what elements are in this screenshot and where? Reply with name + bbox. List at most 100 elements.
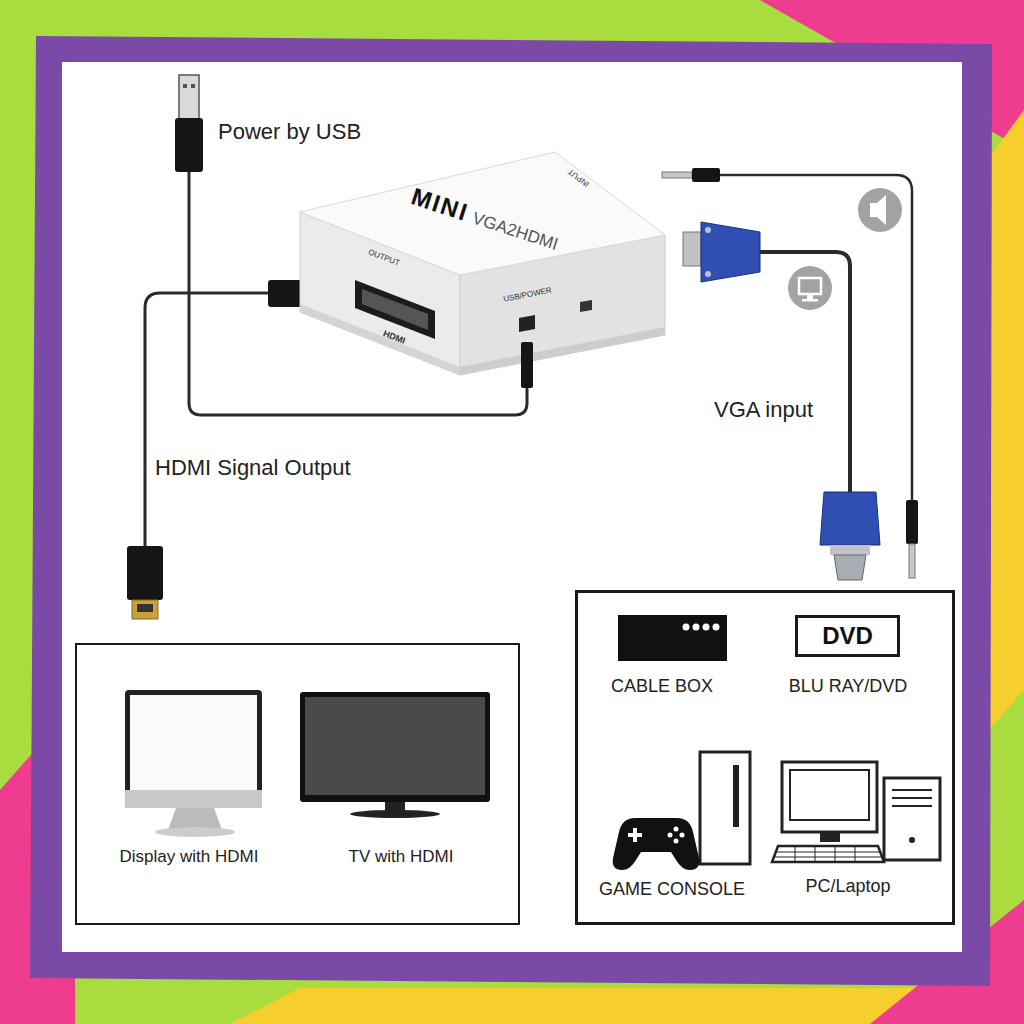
converter-box (519, 315, 535, 332)
game-console-icon (733, 765, 739, 827)
text-slot: DVD (822, 623, 873, 649)
monitor-icon (788, 266, 832, 310)
device-print: INPUT (567, 166, 591, 187)
hdmi-display-icon (125, 690, 262, 837)
hdmi-cable (145, 293, 270, 548)
monitor-icon (788, 266, 832, 310)
vga-plug (834, 555, 866, 580)
pc-icon (820, 832, 840, 842)
hdmi-display-icon (130, 695, 257, 790)
converter-body: MINIVGA2HDMIOUTPUTHDMIUSB/POWERINPUT (290, 140, 680, 385)
callout-label: VGA input (714, 398, 813, 422)
text-slot: VGA2HDMI (470, 209, 560, 254)
hdmi-plug (127, 280, 338, 619)
text-slot: CABLE BOX (611, 677, 713, 697)
speaker-icon (870, 195, 886, 225)
callout-slot: Power by USB (218, 120, 361, 144)
vga-cable (760, 252, 850, 492)
text-slot: TV with HDMI (349, 848, 454, 867)
audio-cable (720, 175, 912, 502)
device-caption: DVD (822, 623, 873, 649)
hdmi-tv-icon (350, 810, 440, 818)
device-print: HDMI (381, 329, 406, 346)
usb-plug (179, 75, 199, 120)
hdmi-display-icon (125, 690, 262, 808)
vga-plug (701, 222, 760, 282)
device-print: VGA2HDMI (470, 209, 560, 254)
cable-box-icon (703, 624, 710, 631)
speaker-icon (858, 188, 902, 232)
callout-slot: VGA input (714, 398, 813, 422)
pc-icon (790, 770, 869, 820)
monitor-icon (802, 299, 818, 302)
cable-box-icon (618, 615, 727, 661)
pc-icon (775, 846, 882, 862)
text-slot: USB/POWER (501, 279, 552, 306)
vga-plug (683, 222, 880, 580)
converter-box (460, 327, 665, 375)
converter-box (300, 152, 665, 275)
converter-box (362, 289, 428, 330)
usb-plug (191, 84, 195, 88)
audio-jack (662, 168, 918, 578)
text-slot: HDMI (381, 323, 409, 348)
cable-box-icon (693, 624, 700, 631)
cable-box-icon (713, 624, 720, 631)
pc-icon (909, 837, 915, 843)
device-print: MINI (408, 183, 472, 226)
device-print: USB/POWER (503, 287, 553, 305)
vga-plug (820, 492, 880, 545)
game-console-icon (680, 833, 685, 838)
converter-box (580, 300, 592, 312)
background (62, 62, 962, 952)
device-caption: PC/Laptop (805, 877, 890, 897)
device-caption: TV with HDMI (349, 848, 454, 867)
pc-icon (892, 790, 932, 806)
pc-icon (782, 762, 877, 832)
converter-box (355, 280, 435, 339)
dvd-icon-box: DVD (795, 615, 900, 657)
cable-box-icon (618, 615, 727, 661)
cable-box-icon (683, 624, 690, 631)
monitor-icon (799, 278, 821, 294)
callout-label: HDMI Signal Output (155, 456, 351, 480)
text-slot: PC/Laptop (805, 877, 890, 897)
hdmi-display-icon (168, 808, 222, 830)
hdmi-plug (127, 546, 163, 600)
speaker-icon (858, 188, 902, 232)
usb-plug (183, 84, 187, 88)
text-slot: Display with HDMI (120, 848, 259, 867)
vga-plug (705, 271, 711, 277)
game-console-icon (633, 828, 637, 842)
game-console-icon (613, 752, 750, 870)
game-console-icon (674, 827, 679, 832)
pc-icon (772, 846, 884, 862)
game-console-icon (613, 818, 700, 870)
device-caption: Display with HDMI (120, 848, 259, 867)
hdmi-tv-icon (305, 697, 485, 795)
mini-usb-plug (521, 342, 533, 388)
game-console-icon (700, 752, 750, 864)
vga-plug (830, 545, 870, 555)
hdmi-tv-icon (300, 692, 490, 802)
text-slot: MINI (408, 183, 472, 226)
hdmi-cable (145, 293, 270, 548)
background (30, 36, 992, 986)
audio-jack (906, 500, 918, 544)
device-caption: CABLE BOX (611, 677, 713, 697)
callout-slot: HDMI Signal Output (155, 456, 351, 480)
usb-plug (175, 118, 203, 172)
hdmi-plug (137, 604, 153, 612)
hdmi-tv-icon (300, 692, 490, 818)
usb-plug (175, 75, 203, 172)
monitor-icon (807, 295, 813, 299)
callout-label: Power by USB (218, 120, 361, 144)
pc-icon (772, 762, 940, 862)
audio-jack (692, 168, 720, 182)
converter-box (300, 152, 665, 375)
